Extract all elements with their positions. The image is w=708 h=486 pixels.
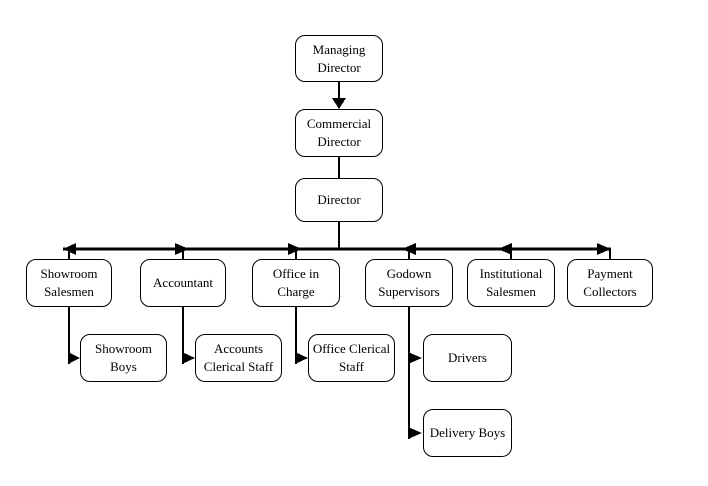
node-accounts-clerical-staff: Accounts Clerical Staff <box>195 334 282 382</box>
node-managing-director: Managing Director <box>295 35 383 82</box>
node-drivers: Drivers <box>423 334 512 382</box>
arrowhead-right-icon <box>408 427 422 439</box>
edge-showroom-to-boys <box>68 307 80 364</box>
node-director: Director <box>295 178 383 222</box>
node-payment-collectors: Payment Collectors <box>567 259 653 307</box>
node-commercial-director: Commercial Director <box>295 109 383 157</box>
node-showroom-salesmen: Showroom Salesmen <box>26 259 112 307</box>
arrowhead-right-icon <box>295 352 308 364</box>
node-office-clerical-staff: Office Clerical Staff <box>308 334 395 382</box>
node-delivery-boys: Delivery Boys <box>423 409 512 457</box>
arrowhead-right-icon <box>182 352 195 364</box>
arrowhead-right-icon <box>68 352 80 364</box>
arrowhead-down-icon <box>332 98 346 109</box>
arrowhead-right-icon <box>597 243 611 255</box>
arrowhead-right-icon <box>408 352 422 364</box>
branch-line <box>63 243 611 260</box>
node-institutional-salesmen: Institutional Salesmen <box>467 259 555 307</box>
node-accountant: Accountant <box>140 259 226 307</box>
edge-accountant-to-clerical <box>182 307 195 364</box>
edge-managing-to-commercial <box>332 82 346 109</box>
edge-office-to-clerical <box>295 307 308 364</box>
arrowhead-left-icon <box>498 243 512 255</box>
node-showroom-boys: Showroom Boys <box>80 334 167 382</box>
edge-godown-to-drivers-delivery <box>408 307 422 439</box>
node-office-in-charge: Office in Charge <box>252 259 340 307</box>
node-godown-supervisors: Godown Supervisors <box>365 259 453 307</box>
